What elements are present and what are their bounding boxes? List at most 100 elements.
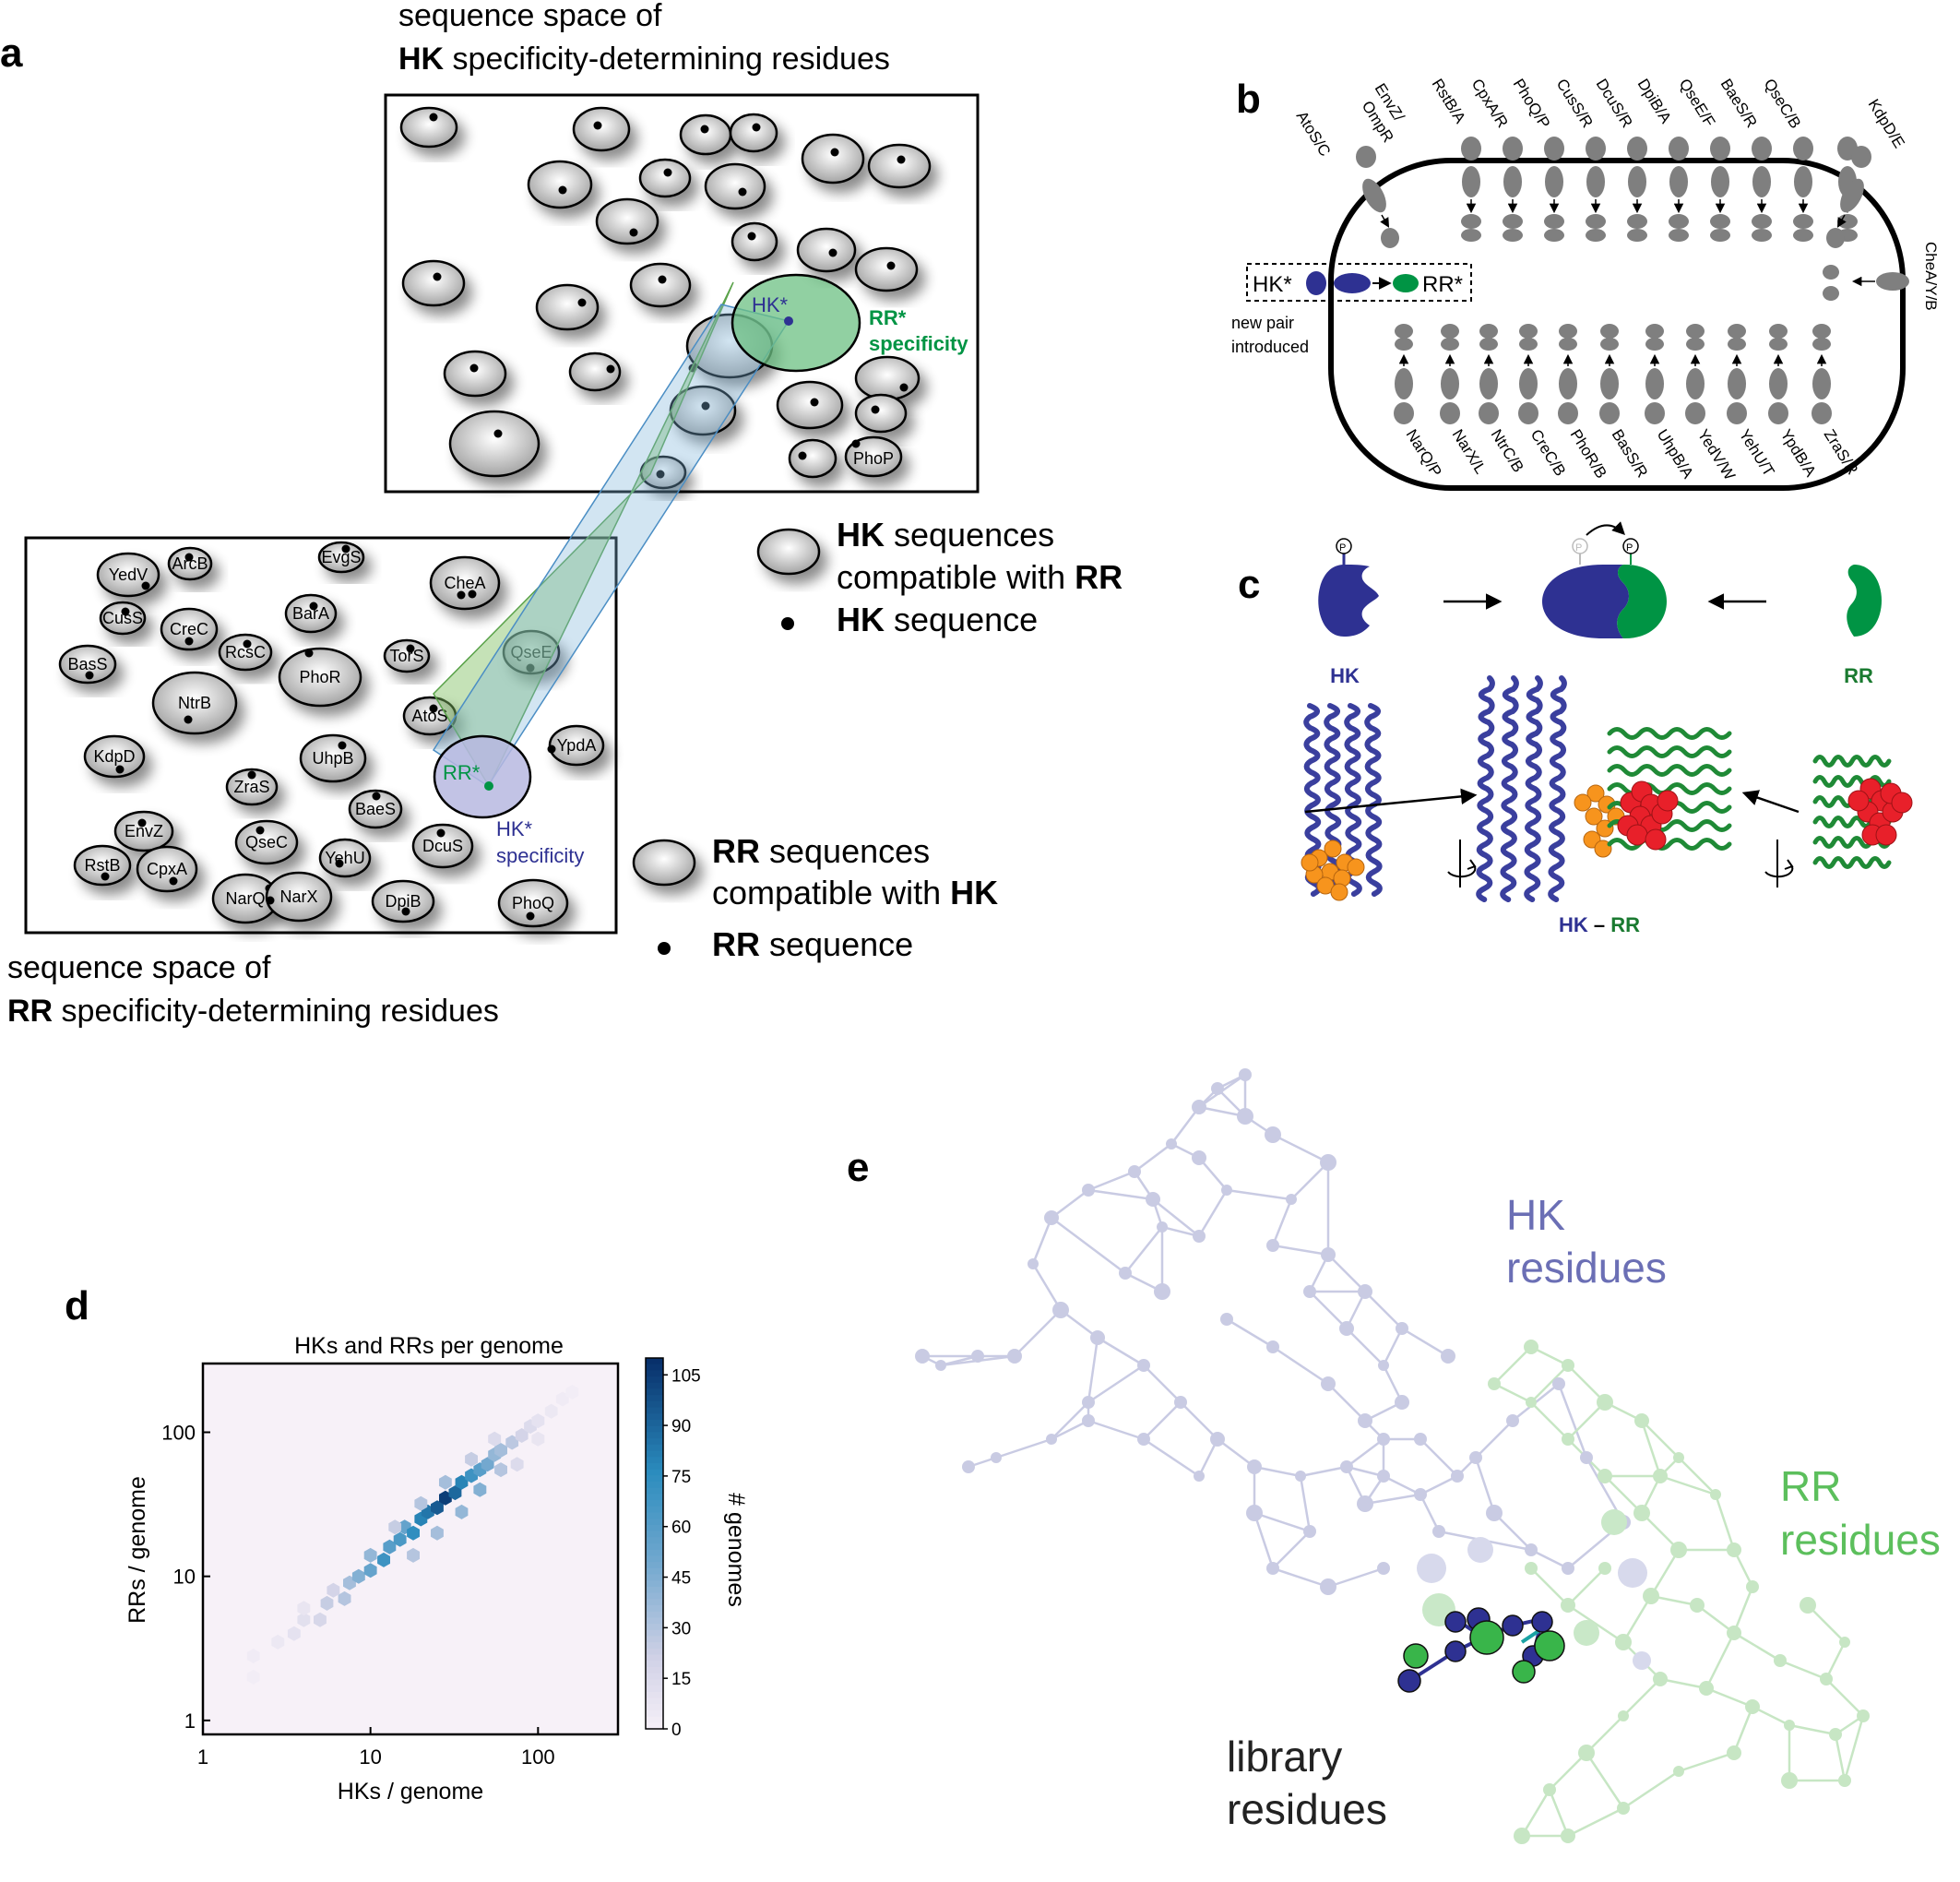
complex-phosphate-icon: [1622, 538, 1639, 554]
heatmap-bin: [314, 1612, 327, 1627]
heatmap-bin: [297, 1601, 311, 1616]
rr-network-edge: [1649, 1549, 1681, 1597]
colorbar-segment: [646, 1691, 663, 1699]
rr-sequence-dot: [401, 907, 410, 916]
rr-compatible-ellipse: [99, 601, 147, 636]
legend-rr-ellipse: [632, 839, 696, 887]
rr-residues-line1: RR: [1780, 1462, 1841, 1510]
colorbar-segment: [646, 1531, 663, 1539]
colorbar-segment: [646, 1667, 663, 1674]
rr-sequence-dot: [341, 544, 350, 554]
hk-network-edge: [1217, 1438, 1255, 1468]
hk-sequence-dot: [828, 248, 837, 257]
heatmap-bin: [320, 1595, 334, 1611]
hk-residue-node: [1137, 1359, 1150, 1372]
bottom-rr-shape-2: [1519, 338, 1538, 351]
bottom-pair-label: NtrC/B: [1488, 426, 1527, 475]
y-tick-label: 1: [184, 1709, 196, 1733]
new-rr-shape: [1393, 274, 1419, 292]
rr-residue-node: [1597, 1394, 1613, 1411]
rr-network-edge: [1530, 1567, 1569, 1606]
hk-sequence-dot: [663, 168, 672, 177]
library-residue-network: [1397, 1607, 1565, 1693]
bottom-hk-shape: [1812, 368, 1831, 399]
rr-star-point: [484, 781, 493, 791]
hk-network-edge: [1197, 1189, 1229, 1237]
hk-network-edge: [1051, 1189, 1089, 1219]
colorbar-segment: [646, 1605, 663, 1613]
rr-ellipse-label: YehU: [325, 849, 364, 867]
hk-network-edge: [1493, 1512, 1532, 1551]
hk-residue-node: [1266, 1340, 1279, 1353]
hk-compatible-ellipse: [399, 106, 458, 149]
heatmap-bin: [383, 1539, 397, 1554]
top-hk-shape: [1544, 137, 1564, 161]
hk-network-edge: [1420, 1474, 1458, 1496]
rr-residue-node: [1543, 1783, 1556, 1796]
rr-star-label: RR*: [443, 761, 481, 784]
rr-sequence-dot: [468, 590, 477, 599]
heatmap-bin: [531, 1413, 545, 1429]
rr-sequence-dot: [121, 607, 130, 616]
bottom-rr-shape-2: [1812, 338, 1831, 351]
specificity-residue-sphere: [1626, 824, 1648, 846]
colorbar-segment: [646, 1722, 663, 1730]
colorbar-tick-label: 30: [671, 1619, 691, 1638]
rr-compatible-ellipse: [218, 633, 273, 672]
hk-network-edge: [995, 1437, 1052, 1459]
colorbar-segment: [646, 1704, 663, 1711]
rr-sequence-dot: [547, 744, 556, 754]
hk-network-edge: [1087, 1364, 1145, 1404]
heatmap-bin: [455, 1474, 469, 1490]
specificity-residue-sphere: [1324, 840, 1342, 858]
colorbar-tick-label: 60: [671, 1519, 691, 1538]
bottom-rr-shape: [1441, 324, 1459, 339]
hk-residue-node: [1357, 1495, 1373, 1512]
rr-ellipse-label: CpxA: [147, 860, 187, 878]
hk-residue-node: [1469, 1451, 1482, 1464]
rr-network-edge: [1567, 1603, 1624, 1644]
top-rr-shape-2: [1503, 229, 1523, 242]
rr-ribbon: [1607, 745, 1732, 758]
colorbar-tick-label: 105: [671, 1366, 701, 1386]
heatmap-bin: [407, 1547, 420, 1563]
rr-sequence-dot: [137, 818, 147, 828]
hk-compatible-ellipse: [568, 351, 622, 392]
bottom-rr-shape: [1645, 324, 1664, 339]
chart-title: HKs and RRs per genome: [294, 1333, 564, 1359]
heatmap-bin: [565, 1385, 579, 1400]
top-rr-shape-2: [1669, 229, 1689, 242]
hk-star-label: HK*: [752, 293, 789, 316]
rr-network-edge: [1530, 1364, 1569, 1403]
rr-ellipse-label: RcsC: [225, 643, 266, 661]
hk-network-edge: [1420, 1438, 1458, 1477]
hk-residue-node: [1007, 1349, 1022, 1364]
hk-network-edge: [1299, 1475, 1312, 1532]
colorbar-segment: [646, 1487, 663, 1495]
rr-residue-node: [1710, 1489, 1721, 1500]
hk-sequence-dot: [429, 113, 438, 122]
rr-ellipse-label: QseE: [510, 643, 552, 661]
hk-network-edge: [1364, 1291, 1403, 1329]
top-rr-shape: [1544, 214, 1564, 229]
specificity-residue-sphere: [1586, 784, 1605, 803]
colorbar-segment: [646, 1462, 663, 1471]
rr-ribbon: [1812, 755, 1892, 768]
colorbar-segment: [646, 1413, 663, 1421]
colorbar-segment: [646, 1636, 663, 1644]
hk-label-phop: PhoP: [853, 449, 894, 468]
rr-residue-node: [1526, 1397, 1537, 1408]
hk-network-edge: [1253, 1511, 1311, 1533]
hk-sequence-dot: [830, 148, 839, 157]
top-hk-shape-2: [1794, 166, 1812, 197]
colorbar-segment: [646, 1611, 663, 1619]
helix-ribbon: [1500, 675, 1519, 902]
rr-network-edge: [1549, 1752, 1587, 1791]
hk-network-edge: [1051, 1401, 1089, 1440]
bottom-rr-shape-2: [1645, 338, 1664, 351]
colorbar-segment: [646, 1469, 663, 1477]
complex-phosphate-faded-icon: [1572, 538, 1588, 554]
hk-residue-node: [1378, 1360, 1389, 1371]
hk-residue-node: [1414, 1433, 1427, 1446]
